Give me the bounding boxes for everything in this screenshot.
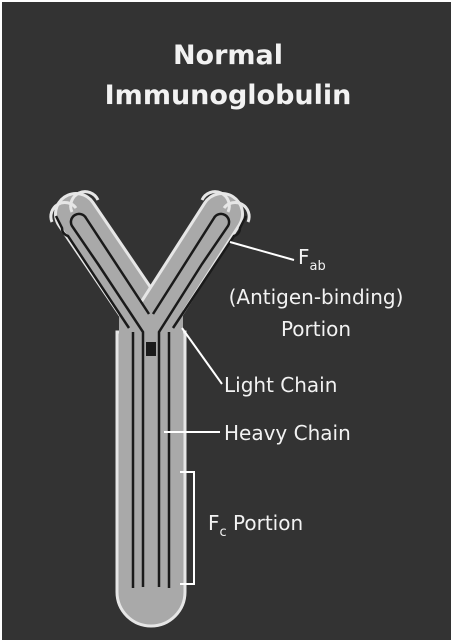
light-chain-label: Light Chain xyxy=(224,373,337,397)
heavy-chain-label: Heavy Chain xyxy=(224,421,351,445)
fab-label-line2: (Antigen-binding) xyxy=(229,285,404,309)
fc-label: Fc Portion xyxy=(208,511,303,540)
fc-label-main: F xyxy=(208,511,220,535)
antibody-y-shape xyxy=(51,192,249,626)
fc-label-rest: Portion xyxy=(227,511,303,535)
hinge-block xyxy=(146,342,156,356)
fab-label-main: F xyxy=(298,245,310,269)
fab-label-subscript: ab xyxy=(310,259,326,274)
fab-leader-line xyxy=(230,242,294,260)
title-line-1: Normal xyxy=(173,40,283,71)
title-line-2: Immunoglobulin xyxy=(105,80,352,111)
fab-label: Fab (Antigen-binding) Portion xyxy=(229,245,404,341)
light-chain-leader-line xyxy=(182,328,222,384)
fab-label-line3: Portion xyxy=(281,317,351,341)
svg-text:Fab: Fab xyxy=(298,245,326,274)
fc-label-subscript: c xyxy=(220,525,227,540)
